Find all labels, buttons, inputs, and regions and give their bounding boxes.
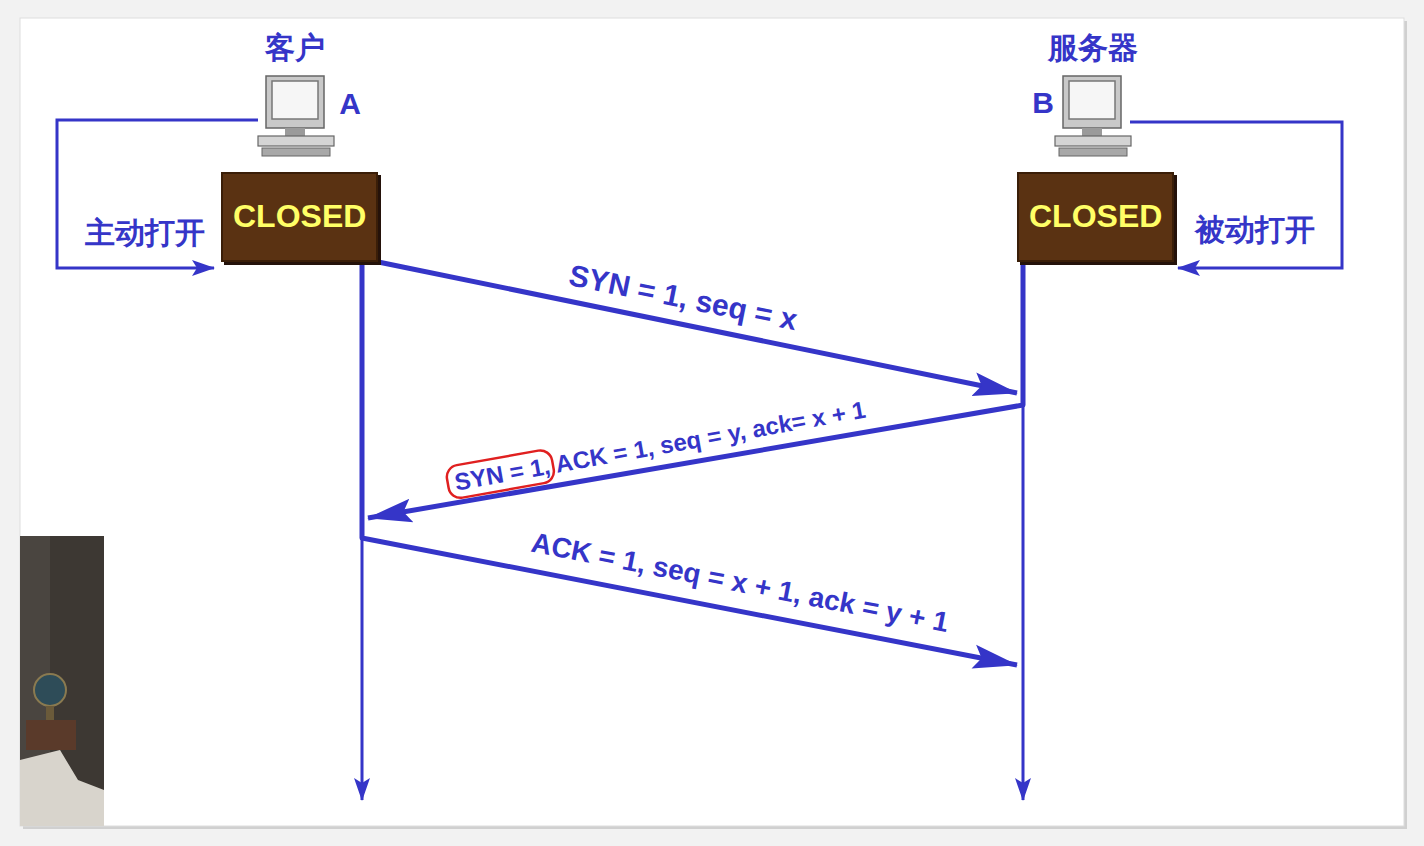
state-box: CLOSED (221, 172, 378, 262)
computer-icon (1055, 76, 1131, 156)
message-label: SYN = 1, seq = x (566, 258, 800, 336)
annotation-label: 被动打开 (1195, 213, 1315, 248)
computer-icon (258, 76, 334, 156)
state-name: CLOSED (233, 199, 366, 234)
message-label: SYN = 1, ACK = 1, seq = y, ack= x + 1 (452, 396, 867, 496)
globe (34, 674, 66, 706)
annotation-label: B (1032, 86, 1054, 121)
video-thumbnail (20, 536, 104, 826)
message-label-box: SYN = 1, seq = x (566, 258, 800, 337)
annotation-label: 客户 (265, 31, 325, 66)
message-label-box: SYN = 1, ACK = 1, seq = y, ack= x + 1 (452, 396, 867, 496)
video-frame (20, 536, 104, 826)
person (20, 750, 104, 826)
message-arrow (378, 262, 1017, 393)
message-label: ACK = 1, seq = x + 1, ack = y + 1 (529, 527, 951, 638)
state-name: CLOSED (1029, 199, 1162, 234)
desk (26, 720, 76, 750)
slide-card (20, 18, 1404, 826)
annotation-label: 服务器 (1048, 31, 1138, 66)
annotation-label: A (339, 87, 361, 122)
state-box: CLOSED (1017, 172, 1174, 262)
message-arrow (362, 262, 1017, 665)
message-label-box: ACK = 1, seq = x + 1, ack = y + 1 (529, 527, 952, 640)
annotation-label: 主动打开 (85, 216, 205, 251)
globe-stand (46, 706, 54, 720)
